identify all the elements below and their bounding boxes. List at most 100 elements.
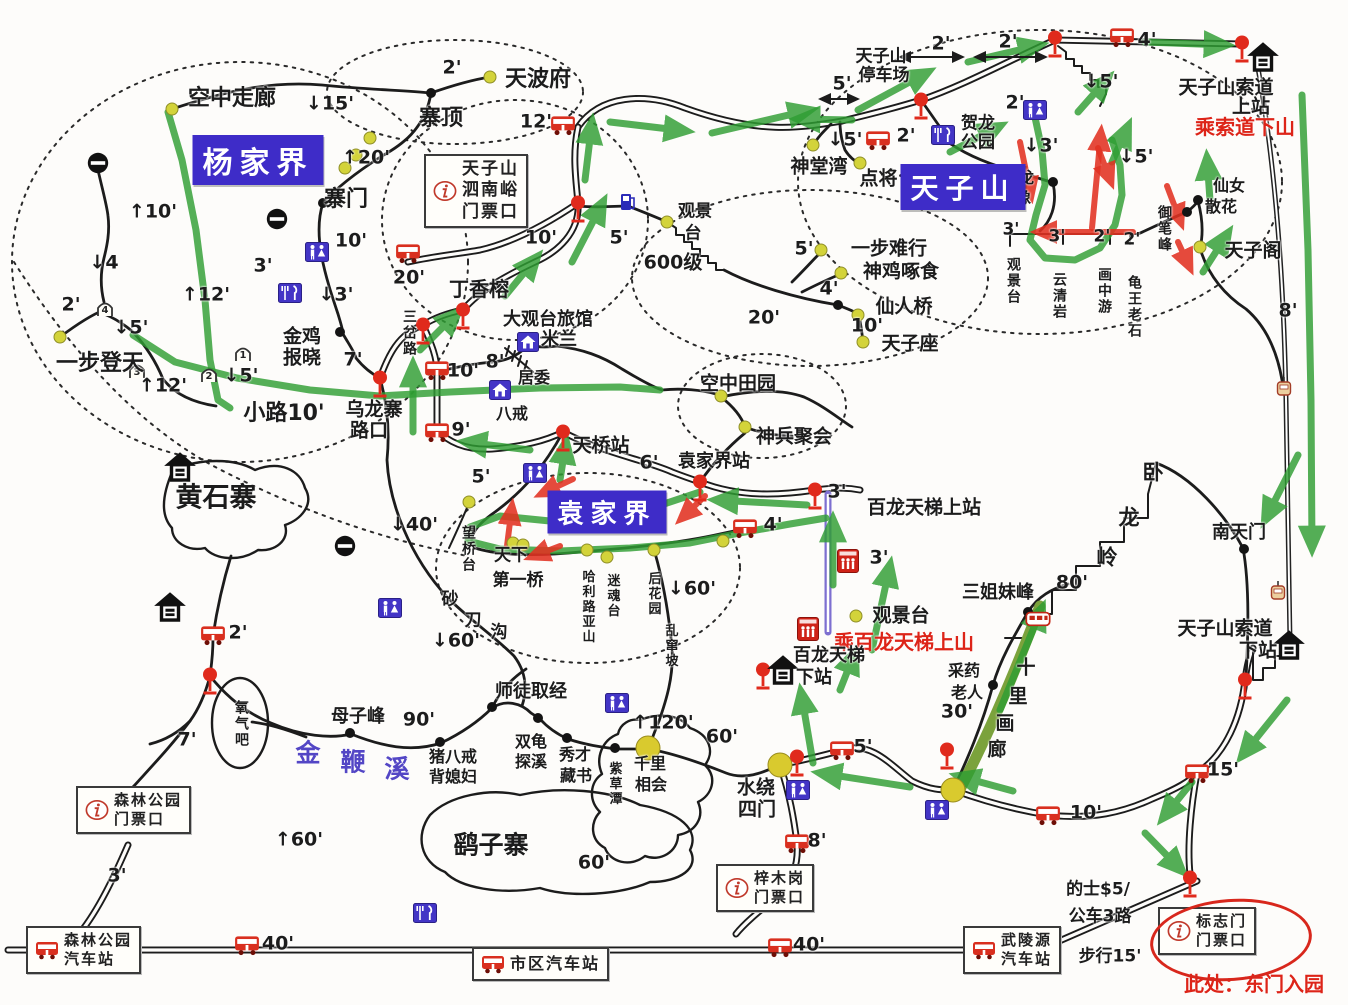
green-route-arrow — [1199, 224, 1234, 276]
time-label: 3' — [827, 480, 847, 503]
place-label: 空中田园 — [699, 372, 777, 395]
place-label: 第一桥 — [492, 570, 544, 591]
bus-icon — [866, 131, 890, 151]
toilet-icon — [1023, 100, 1047, 120]
scenic-spot-dot — [600, 550, 614, 564]
toilet-icon — [305, 242, 329, 262]
road — [406, 201, 580, 264]
time-label: ↑60' — [274, 828, 324, 851]
elev-icon — [837, 549, 859, 573]
time-label: ↓15' — [305, 92, 355, 115]
green-route-arrow — [501, 249, 544, 300]
region-boundary — [13, 261, 469, 557]
place-label: 里 — [1008, 685, 1028, 708]
red-route-arrow — [533, 474, 576, 498]
scenic-spot-dot — [338, 161, 352, 175]
road — [1032, 879, 1199, 954]
green-route-arrow — [164, 108, 234, 412]
place-label: 仙人桥 — [875, 295, 933, 318]
scenic-spot-dot — [834, 266, 848, 280]
ticket-office-box: 森林公园门票口 — [76, 786, 192, 834]
box-label: 标志门 — [1196, 912, 1248, 930]
scenic-spot-dot — [363, 131, 377, 145]
time-label: ↓5' — [223, 364, 259, 387]
noentry-icon — [87, 152, 109, 174]
green-route-arrow — [790, 682, 819, 767]
place-label: 天子阁 — [1224, 239, 1282, 262]
place-label: 岭 — [1096, 545, 1118, 570]
time-label: 3' — [1048, 226, 1066, 247]
green-route-arrow — [1141, 829, 1189, 879]
gondola-icon — [1276, 377, 1292, 396]
trail — [666, 221, 725, 271]
scenic-spot-dot — [849, 609, 863, 623]
place-dot — [833, 300, 843, 310]
time-label: ↓3' — [318, 283, 354, 306]
rest-icon — [413, 903, 437, 923]
bus-station-box: 森林公园汽车站 — [26, 926, 142, 974]
time-label: 30' — [940, 700, 974, 723]
bus-icon — [972, 938, 996, 962]
chouse-icon — [1247, 42, 1279, 72]
trail — [722, 268, 865, 344]
time-label: ↑20' — [341, 146, 391, 169]
time-label: 3' — [869, 546, 889, 569]
box-label: 武陵源 — [1001, 931, 1053, 949]
box-label: 门票口 — [754, 887, 806, 906]
rest-icon — [931, 125, 955, 145]
place-label: 采药 — [947, 661, 981, 680]
place-label: 藏书 — [559, 766, 593, 785]
place-label: 天桥站 — [572, 434, 630, 457]
time-label: 60' — [577, 851, 611, 874]
scenic-spot-dot — [349, 148, 363, 162]
time-label: 3' — [107, 864, 127, 887]
box-label: 汽车站 — [64, 949, 116, 968]
place-label: 探溪 — [514, 752, 548, 771]
place-label: 神兵聚会 — [755, 425, 833, 448]
time-label: 20' — [392, 266, 426, 289]
road — [78, 843, 130, 935]
time-label: 12' — [519, 110, 553, 133]
place-label: 母子峰 — [331, 706, 385, 727]
trail — [102, 312, 218, 408]
toilet-icon — [605, 693, 629, 713]
time-label: 5' — [853, 735, 873, 758]
place-label: 丁香榕 — [449, 277, 509, 301]
trail — [719, 389, 854, 429]
info-icon — [433, 179, 457, 203]
green-route-arrow — [833, 642, 860, 694]
trail — [96, 168, 111, 304]
dotted-region-boundaries — [11, 29, 1283, 664]
red-route-arrow — [1171, 239, 1194, 276]
time-label: ↓5' — [1083, 70, 1119, 93]
time-label: 8' — [485, 350, 505, 373]
place-label: 溪 — [384, 754, 410, 784]
place-label: 仙女 — [1212, 176, 1246, 195]
time-label: 9' — [451, 418, 471, 441]
hotel-icon — [489, 380, 511, 400]
place-label: 神鸡啄食 — [862, 260, 940, 283]
box-label: 门票口 — [114, 809, 166, 828]
place-dot — [426, 88, 436, 98]
trail — [131, 719, 192, 789]
major-area-name: 杨家界 — [192, 135, 324, 185]
trail — [317, 91, 433, 380]
scenic-spot-dot — [806, 138, 820, 152]
place-label: 步行15' — [1078, 946, 1142, 967]
place-label: 云清岩 — [1051, 272, 1067, 320]
time-label: 8' — [807, 829, 827, 852]
time-label: ↓40' — [389, 513, 439, 536]
place-label: 观景台 — [872, 604, 930, 627]
green-route-arrow — [1026, 104, 1126, 264]
trail — [435, 343, 664, 392]
road — [1187, 771, 1199, 876]
time-label: 2' — [998, 30, 1018, 53]
place-label: 老人 — [950, 683, 984, 702]
green-route-arrow — [455, 430, 534, 459]
place-label: 一步难行 — [850, 237, 928, 260]
time-label: 7' — [343, 348, 363, 371]
time-label: 15' — [1206, 758, 1240, 781]
time-label: 3' — [253, 254, 273, 277]
time-label: 20' — [747, 306, 781, 329]
